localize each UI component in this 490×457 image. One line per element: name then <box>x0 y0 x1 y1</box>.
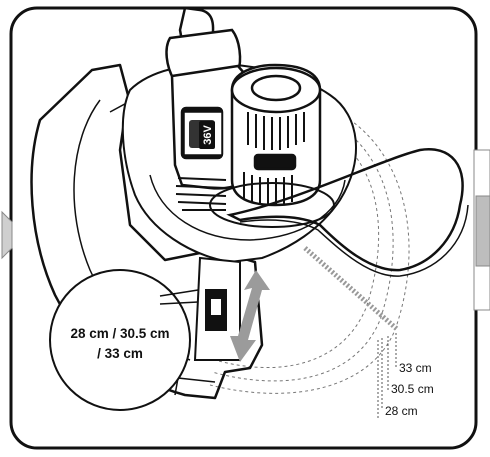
width-label-33: 33 cm <box>399 361 432 375</box>
callout-line-1: 28 cm / 30.5 cm <box>70 326 169 341</box>
spool-hub <box>175 177 335 228</box>
cutting-width-adjust-arrow-icon <box>230 270 270 362</box>
left-chevron-tab <box>1 210 13 260</box>
cutting-width-adjuster <box>193 256 241 361</box>
voltage-badge-text: 36V <box>202 125 214 145</box>
callout-line-2: / 33 cm <box>97 346 143 361</box>
voltage-badge: 36V <box>199 121 215 149</box>
callout-magnifier <box>49 269 199 411</box>
right-scroll-tab <box>473 149 490 311</box>
width-label-28: 28 cm <box>385 404 418 418</box>
width-label-30-5: 30.5 cm <box>391 382 434 396</box>
dimension-leaders <box>377 333 397 420</box>
trimmer-line <box>303 246 400 332</box>
wire-edge-guard <box>226 147 469 277</box>
motor-cylinder <box>230 63 322 207</box>
